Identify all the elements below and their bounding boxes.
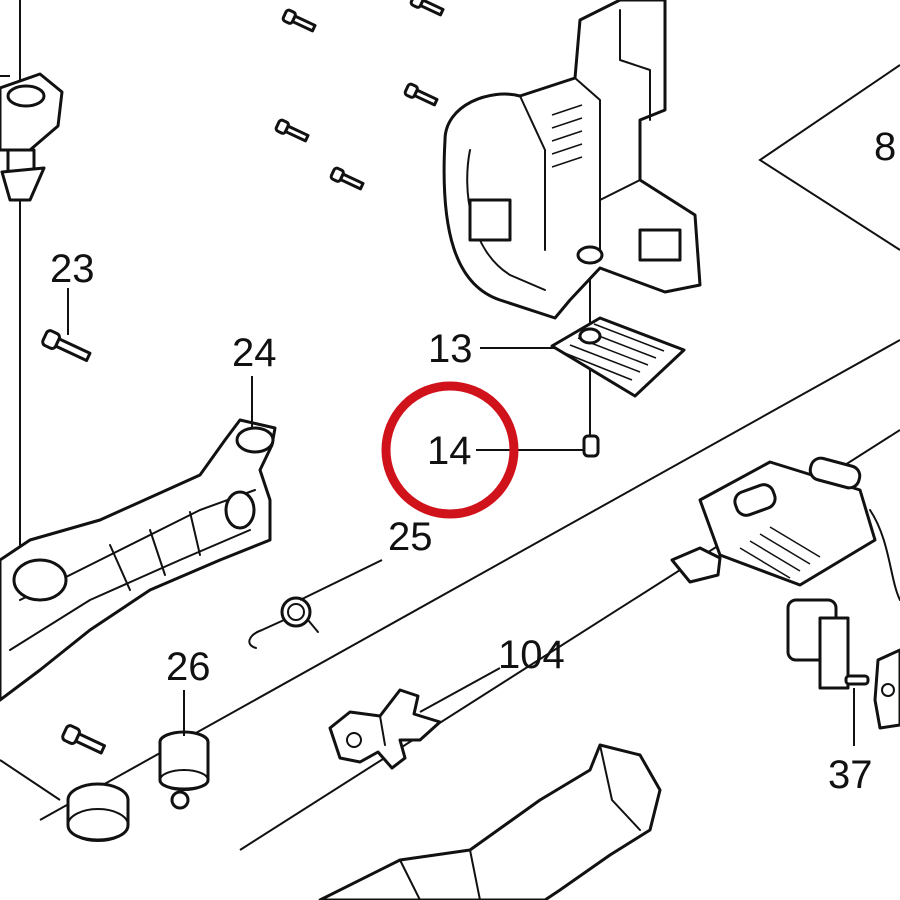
diagonal-boundary-line-3 [0, 759, 61, 801]
part-labels: 8 13 14 23 24 25 26 37 104 [50, 125, 896, 797]
part-14-screw-icon [582, 434, 600, 458]
part-label-24: 24 [232, 331, 277, 375]
part-label-26: 26 [166, 645, 211, 689]
vent-slots [551, 104, 583, 168]
part-label-25: 25 [388, 515, 433, 559]
part-label-23: 23 [50, 247, 95, 291]
screw-icon [403, 82, 439, 107]
part-label-14: 14 [427, 429, 472, 473]
switch-part-icon [0, 72, 64, 202]
part-8-outline-wedge [758, 64, 900, 251]
screw-icon [281, 8, 317, 33]
screw-icon [409, 0, 445, 17]
motor-assembly-icon [670, 456, 900, 730]
handle-part-icon [318, 743, 662, 900]
screw-icon [274, 118, 310, 143]
screw-icon [329, 166, 365, 191]
highlight-circle [381, 381, 519, 519]
part-104-latch-icon [328, 688, 442, 770]
leader-lines [67, 288, 855, 746]
leader-line-25 [299, 559, 383, 601]
part-label-37: 37 [828, 753, 873, 797]
upper-housing-part-icon [442, 0, 702, 320]
part-26-clamp-icon [158, 730, 210, 810]
part-23-bolt-icon [41, 329, 92, 363]
screws-group [274, 0, 445, 191]
part-24-frame-icon [0, 418, 277, 702]
part-label-13: 13 [428, 327, 473, 371]
leader-line-104 [419, 667, 501, 713]
part-label-104: 104 [498, 633, 565, 677]
part-label-8: 8 [874, 125, 896, 169]
part-13-plate-icon [550, 316, 686, 398]
part-25-spring-icon [248, 596, 319, 649]
bolt-icon [61, 724, 107, 755]
ring-part-icon [66, 782, 130, 842]
